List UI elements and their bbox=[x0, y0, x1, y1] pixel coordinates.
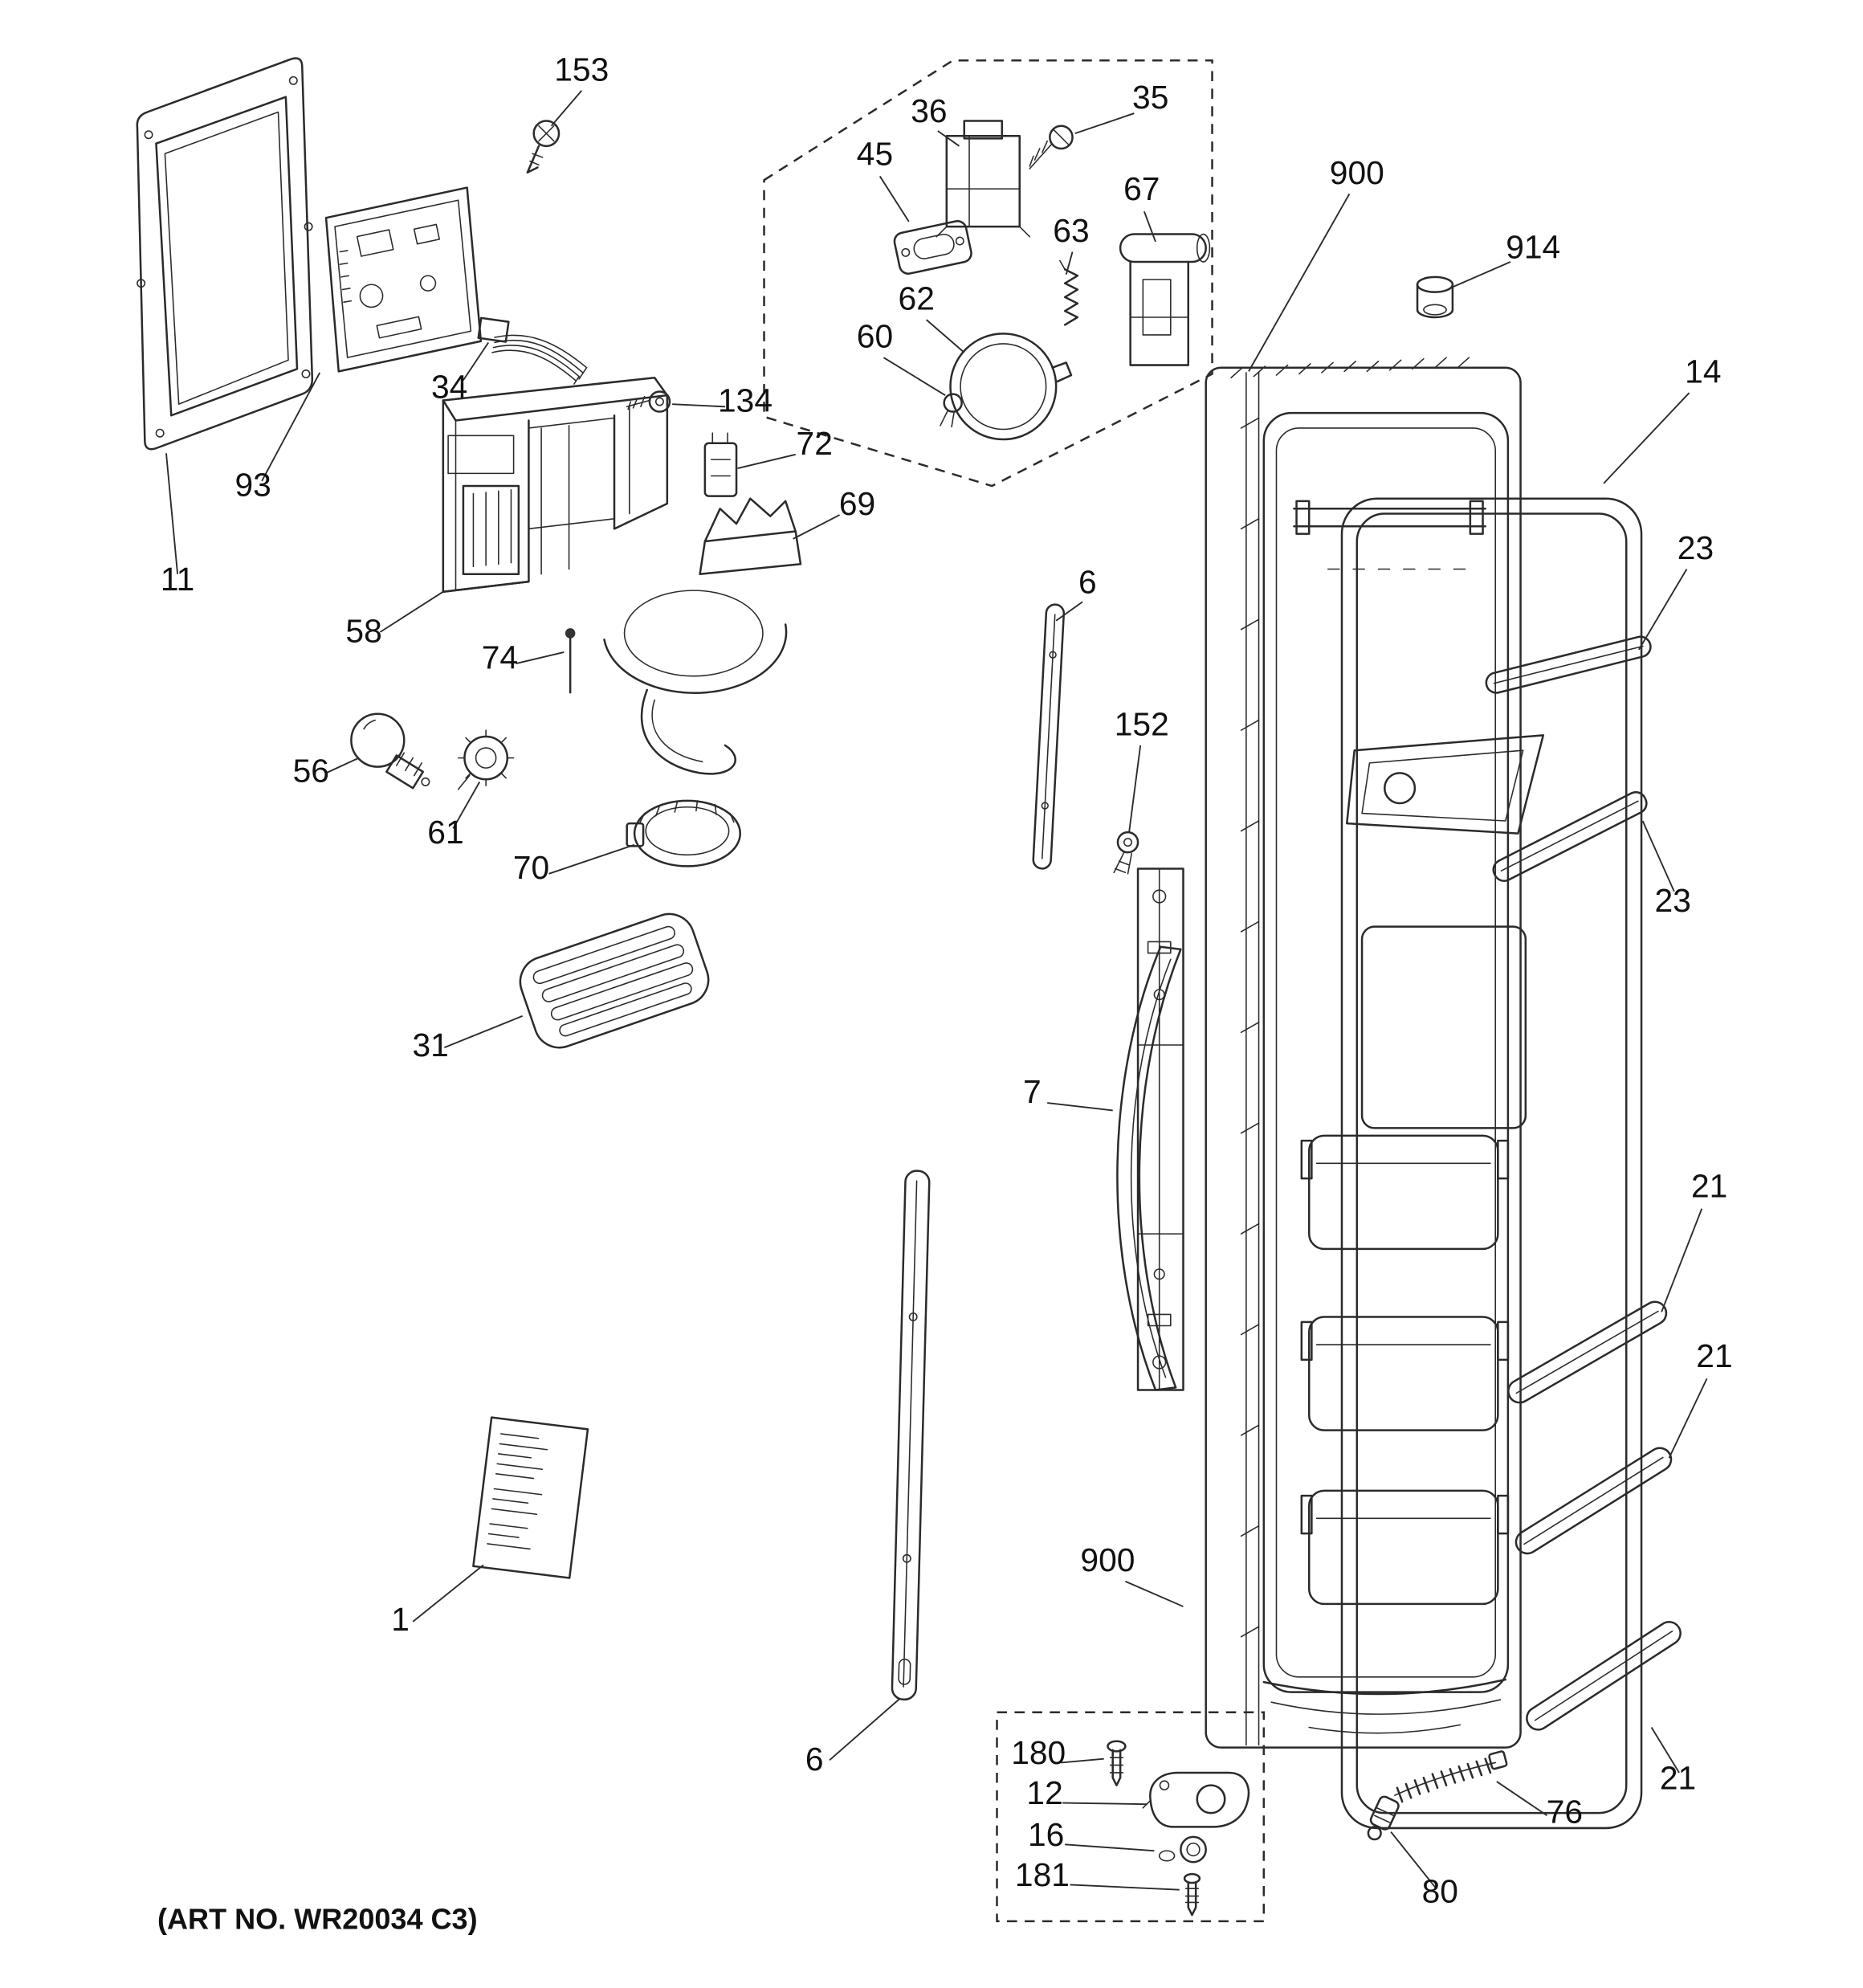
callout-21-3: 21 bbox=[1660, 1759, 1696, 1796]
callout-31: 31 bbox=[412, 1027, 448, 1063]
tube-fitting-80 bbox=[1367, 1795, 1400, 1841]
callout-63: 63 bbox=[1053, 212, 1089, 249]
control-board bbox=[324, 186, 483, 373]
door-shelf-23-upper bbox=[1485, 635, 1652, 694]
plate-45 bbox=[893, 220, 972, 275]
screw-152 bbox=[1113, 831, 1139, 875]
door-pocket-1 bbox=[1300, 1134, 1510, 1251]
inset-box-top bbox=[763, 59, 1213, 488]
callout-62: 62 bbox=[899, 280, 935, 317]
screw-60 bbox=[940, 393, 963, 428]
callout-152: 152 bbox=[1115, 705, 1169, 742]
cap-914 bbox=[1416, 276, 1454, 319]
trim-strip-lower bbox=[891, 1170, 931, 1701]
door-shelf-21-1 bbox=[1507, 1300, 1668, 1404]
callout-914: 914 bbox=[1506, 228, 1560, 265]
callout-21-1: 21 bbox=[1691, 1168, 1727, 1205]
callout-58: 58 bbox=[345, 612, 381, 649]
bracket-36 bbox=[936, 120, 1031, 238]
door-shelf-21-3 bbox=[1526, 1620, 1682, 1731]
ring-62 bbox=[949, 333, 1073, 441]
callout-1: 1 bbox=[391, 1601, 410, 1638]
callout-6-lower: 6 bbox=[805, 1741, 824, 1778]
callout-labels: 153 36 35 45 67 63 62 60 900 914 14 23 2… bbox=[161, 51, 1733, 1909]
callout-70: 70 bbox=[513, 849, 549, 886]
drip-grille bbox=[519, 912, 710, 1049]
callout-900-bottom: 900 bbox=[1080, 1541, 1135, 1578]
callout-23-upper: 23 bbox=[1678, 529, 1714, 566]
callout-21-2: 21 bbox=[1696, 1337, 1732, 1374]
callout-60: 60 bbox=[857, 318, 893, 355]
callout-93: 93 bbox=[234, 467, 271, 504]
light-bulb bbox=[350, 712, 430, 790]
dispenser-bracket bbox=[442, 376, 669, 593]
callout-14: 14 bbox=[1685, 353, 1721, 390]
screw-35 bbox=[1029, 125, 1074, 169]
hinge-plate-12 bbox=[1142, 1771, 1250, 1828]
callout-181: 181 bbox=[1015, 1856, 1070, 1893]
callout-900-top: 900 bbox=[1330, 154, 1384, 191]
callout-67: 67 bbox=[1123, 170, 1160, 207]
spring-63 bbox=[1059, 259, 1079, 326]
switch-72 bbox=[703, 432, 738, 497]
callout-36: 36 bbox=[911, 92, 947, 129]
pin-74 bbox=[565, 628, 576, 694]
actuator-67 bbox=[1119, 233, 1211, 366]
callout-7: 7 bbox=[1023, 1073, 1042, 1110]
art-number: (ART NO. WR20034 C3) bbox=[157, 1902, 478, 1935]
lamp-socket bbox=[457, 729, 515, 790]
callout-16: 16 bbox=[1028, 1816, 1064, 1853]
callout-11: 11 bbox=[161, 561, 194, 598]
callout-34: 34 bbox=[431, 368, 467, 405]
screw-181 bbox=[1183, 1872, 1201, 1917]
callout-69: 69 bbox=[839, 485, 875, 522]
door-shelf-23-lower bbox=[1492, 791, 1648, 882]
inset-box-bottom bbox=[996, 1711, 1266, 1923]
callout-72: 72 bbox=[797, 425, 833, 462]
leader-lines bbox=[165, 90, 1708, 1891]
screw-134 bbox=[626, 390, 671, 413]
door-handle bbox=[1116, 945, 1182, 1391]
callout-180: 180 bbox=[1011, 1734, 1066, 1771]
callout-6-upper: 6 bbox=[1078, 563, 1097, 600]
trim-strip-upper bbox=[1032, 603, 1066, 870]
door-pocket-3 bbox=[1300, 1489, 1510, 1606]
bushing-16 bbox=[1158, 1835, 1207, 1863]
callout-134: 134 bbox=[718, 382, 773, 419]
callout-56: 56 bbox=[293, 752, 329, 789]
screw-153 bbox=[526, 120, 561, 173]
callout-23-lower: 23 bbox=[1655, 882, 1691, 919]
callout-153: 153 bbox=[554, 51, 609, 88]
callout-35: 35 bbox=[1132, 79, 1168, 116]
manual-booklet bbox=[472, 1416, 589, 1579]
door-shelf-21-2 bbox=[1514, 1447, 1673, 1555]
callout-45: 45 bbox=[857, 135, 893, 172]
door-bin-funnel bbox=[1346, 734, 1545, 835]
screw-180 bbox=[1107, 1740, 1127, 1786]
callout-76: 76 bbox=[1547, 1794, 1583, 1831]
callout-74: 74 bbox=[482, 639, 518, 676]
door-pocket-2 bbox=[1300, 1316, 1510, 1431]
dispenser-chute bbox=[603, 497, 802, 775]
water-tube-76 bbox=[1394, 1750, 1508, 1803]
wire-harness bbox=[477, 316, 588, 385]
freezer-door bbox=[1205, 357, 1545, 1749]
door-inner-panel bbox=[136, 57, 314, 451]
callout-12: 12 bbox=[1026, 1774, 1062, 1811]
callout-80: 80 bbox=[1422, 1872, 1458, 1909]
callout-61: 61 bbox=[427, 814, 463, 851]
clamp-ring bbox=[626, 799, 742, 867]
